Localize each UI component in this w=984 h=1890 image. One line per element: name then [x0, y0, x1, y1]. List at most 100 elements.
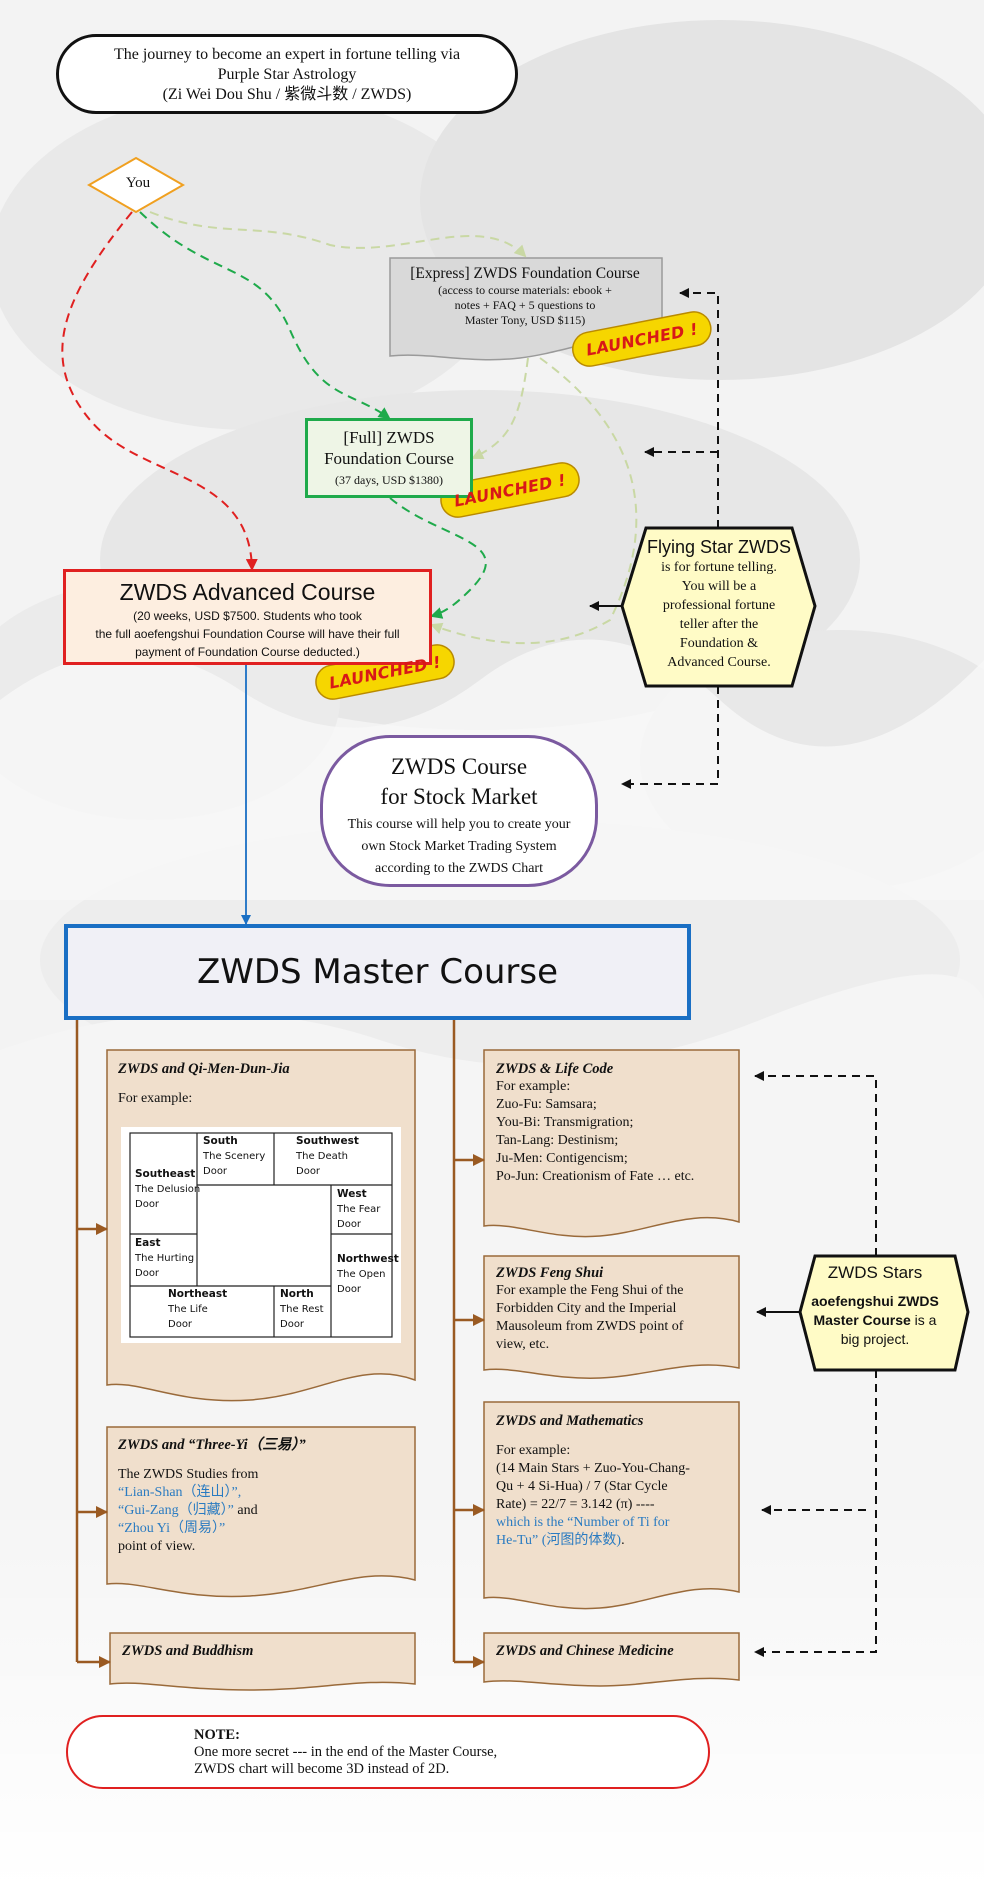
three-yi-text: ZWDS and “Three-Yi（三易）” The ZWDS Studies…: [118, 1436, 408, 1556]
zwds-stars-text: ZWDS Stars aoefengshui ZWDS Master Cours…: [795, 1262, 955, 1349]
zwds-stars-line-3: big project.: [840, 1331, 910, 1347]
fs-trunk-down: [621, 686, 719, 789]
title-line-1: The journey to become an expert in fortu…: [113, 46, 461, 63]
three-yi-line-4: “Zhou Yi（周易）”: [118, 1521, 226, 1536]
note-label: NOTE:: [194, 1727, 240, 1743]
arrow-express-to-advanced: [430, 357, 638, 645]
qimen-title: ZWDS and Qi-Men-Dun-Jia: [118, 1061, 290, 1077]
zs-trunk-down: [754, 1370, 877, 1657]
life-code-line-1: For example:: [496, 1079, 571, 1094]
arrow-you-to-advanced: [61, 211, 258, 571]
feng-shui-line-2: Forbidden City and the Imperial: [496, 1301, 677, 1316]
launched-badge-express: [572, 311, 712, 367]
life-code-line-4: Tan-Lang: Destinism;: [496, 1133, 619, 1148]
advanced-title: ZWDS Advanced Course: [119, 579, 376, 605]
doc-life-code: [483, 1049, 740, 1238]
medicine-title: ZWDS and Chinese Medicine: [496, 1643, 674, 1659]
title-line-2: Purple Star Astrology: [217, 66, 357, 83]
flying-star-line-5: Foundation &: [679, 636, 759, 651]
full-title-2: Foundation Course: [324, 449, 454, 468]
stock-title-2: for Stock Market: [380, 784, 538, 809]
title-box: The journey to become an expert in fortu…: [56, 34, 518, 114]
math-line-2: (14 Main Stars + Zuo-You-Chang-: [496, 1461, 690, 1476]
arrow-express-to-full: [471, 357, 529, 460]
launched-badge-full: [440, 462, 580, 518]
math-line-4: Rate) = 22/7 = 3.142 (π) ----: [496, 1497, 655, 1512]
flying-star-line-1: is for fortune telling.: [661, 560, 777, 575]
arrow-you-to-full: [139, 211, 391, 420]
flying-star-text: Flying Star ZWDS is for fortune telling.…: [628, 536, 810, 672]
math-text: ZWDS and Mathematics For example: (14 Ma…: [496, 1412, 730, 1550]
qimen-intro: For example:: [118, 1091, 193, 1106]
three-yi-line-5: point of view.: [118, 1539, 196, 1554]
three-yi-title: ZWDS and “Three-Yi（三易）”: [118, 1437, 306, 1453]
math-line-6: He-Tu” (河图的体数).: [496, 1533, 625, 1548]
feng-shui-line-1: For example the Feng Shui of the: [496, 1283, 684, 1298]
zwds-stars-line-2: Master Course is a: [813, 1312, 937, 1328]
flying-star-line-6: Advanced Course.: [667, 655, 771, 670]
math-title: ZWDS and Mathematics: [496, 1413, 644, 1429]
feng-shui-title: ZWDS Feng Shui: [496, 1265, 604, 1281]
flying-star-title: Flying Star ZWDS: [646, 537, 792, 557]
doc-feng-shui: [483, 1255, 740, 1379]
full-detail: (37 days, USD $1380): [335, 473, 443, 487]
flying-star-line-3: professional fortune: [662, 598, 776, 613]
full-course-box: [Full] ZWDS Foundation Course (37 days, …: [305, 418, 473, 498]
qimen-grid: [121, 1127, 401, 1343]
start-label: You: [125, 175, 151, 191]
math-line-1: For example:: [496, 1443, 571, 1458]
doc-medicine: [483, 1632, 740, 1687]
full-title-1: [Full] ZWDS: [343, 428, 435, 447]
flying-star-line-2: You will be a: [681, 579, 757, 594]
three-yi-line-1: The ZWDS Studies from: [118, 1467, 259, 1482]
feng-shui-line-4: view, etc.: [496, 1337, 550, 1352]
stock-line-3: according to the ZWDS Chart: [375, 861, 543, 876]
doc-three-yi: [106, 1426, 416, 1598]
note-box: NOTE: One more secret --- in the end of …: [66, 1715, 710, 1789]
flying-star-line-4: teller after the: [679, 617, 759, 632]
connectors: [61, 211, 877, 1668]
three-yi-line-2: “Lian-Shan（连山）”,: [118, 1485, 242, 1500]
math-line-3: Qu + 4 Si-Hua) / 7 (Star Cycle: [496, 1479, 668, 1494]
life-code-title: ZWDS & Life Code: [496, 1061, 614, 1077]
buddhism-text: ZWDS and Buddhism: [122, 1642, 412, 1660]
life-code-line-5: Ju-Men: Contigencism;: [496, 1151, 628, 1166]
three-yi-line-3: “Gui-Zang（归藏）” and: [118, 1503, 258, 1518]
stock-course-box: ZWDS Course for Stock Market This course…: [320, 735, 598, 887]
arrow-full-to-advanced: [389, 497, 487, 619]
life-code-line-6: Po-Jun: Creationism of Fate … etc.: [496, 1169, 695, 1184]
note-line-2: ZWDS chart will become 3D instead of 2D.: [194, 1761, 450, 1777]
advanced-line-3: payment of Foundation Course deducted.): [135, 645, 360, 659]
master-title: ZWDS Master Course: [196, 952, 559, 992]
life-code-line-2: Zuo-Fu: Samsara;: [496, 1097, 597, 1112]
arrow-you-to-express: [149, 211, 527, 258]
stock-line-2: own Stock Market Trading System: [361, 839, 557, 854]
feng-shui-text: ZWDS Feng Shui For example the Feng Shui…: [496, 1264, 730, 1354]
express-line-1: (access to course materials: ebook +: [438, 283, 612, 297]
express-title: [Express] ZWDS Foundation Course: [410, 265, 640, 282]
note-line-1: One more secret --- in the end of the Ma…: [194, 1744, 498, 1760]
life-code-text: ZWDS & Life Code For example: Zuo-Fu: Sa…: [496, 1060, 736, 1186]
express-course: [Express] ZWDS Foundation Course (access…: [395, 264, 655, 328]
advanced-course-box: ZWDS Advanced Course (20 weeks, USD $750…: [63, 569, 432, 665]
life-code-line-3: You-Bi: Transmigration;: [496, 1115, 634, 1130]
buddhism-title: ZWDS and Buddhism: [122, 1643, 254, 1659]
express-line-3: Master Tony, USD $115): [464, 313, 586, 327]
zs-trunk-up: [754, 1071, 877, 1256]
advanced-line-2: the full aoefengshui Foundation Course w…: [95, 627, 400, 641]
zwds-stars-line-1: aoefengshui ZWDS: [811, 1293, 939, 1309]
qimen-text: ZWDS and Qi-Men-Dun-Jia For example:: [118, 1060, 408, 1108]
start-diamond: [86, 156, 186, 214]
stock-title-1: ZWDS Course: [390, 754, 528, 779]
stock-line-1: This course will help you to create your: [347, 817, 571, 832]
doc-math: [483, 1401, 740, 1610]
